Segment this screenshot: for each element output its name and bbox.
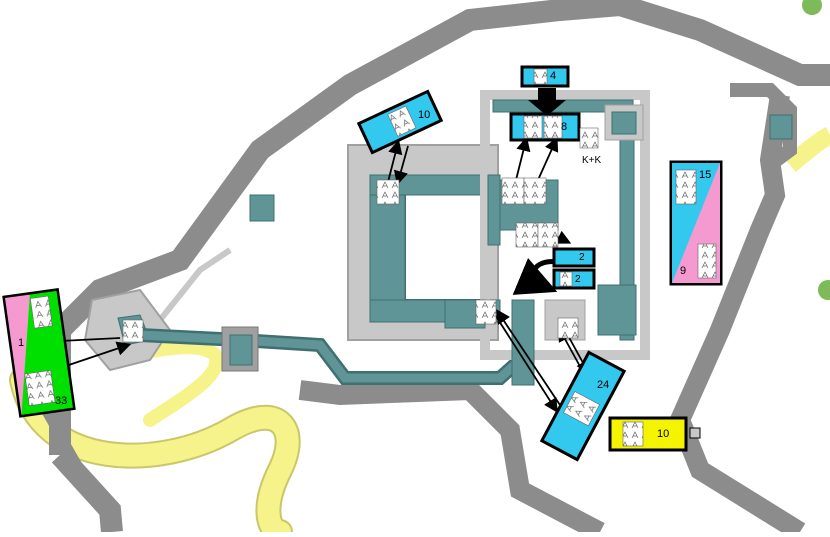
road-right (784, 126, 830, 172)
big-down-arrow (528, 88, 566, 116)
unit-label-pinkcyan-15: 15 (699, 169, 712, 181)
unit-label-yellow-10: 10 (657, 428, 670, 440)
unit-label-bottom-24: 24 (597, 379, 610, 391)
unit-counter-pinkgreen-left[interactable] (2, 287, 76, 418)
unit-counter-center-2a[interactable] (552, 247, 596, 268)
unit-label-left-10: 10 (418, 109, 431, 121)
trees (802, 0, 830, 300)
unit-label-top-4: 4 (550, 70, 557, 82)
unit-label-top-8: 8 (561, 121, 568, 133)
unit-counters (2, 65, 723, 462)
outer-wall (35, 0, 830, 537)
unit-counter-pinkcyan-right[interactable] (669, 160, 723, 286)
unit-label-center-2a: 2 (579, 252, 585, 263)
unit-label-center-2b: 2 (575, 274, 581, 285)
annotation-kk: K+K (582, 155, 602, 166)
unit-counter-yellow-10[interactable] (608, 416, 688, 452)
unit-label-pinkgreen-33: 33 (55, 395, 68, 407)
unit-label-pinkcyan-9: 9 (680, 265, 687, 277)
unit-label-pinkgreen-1: 1 (18, 337, 25, 349)
